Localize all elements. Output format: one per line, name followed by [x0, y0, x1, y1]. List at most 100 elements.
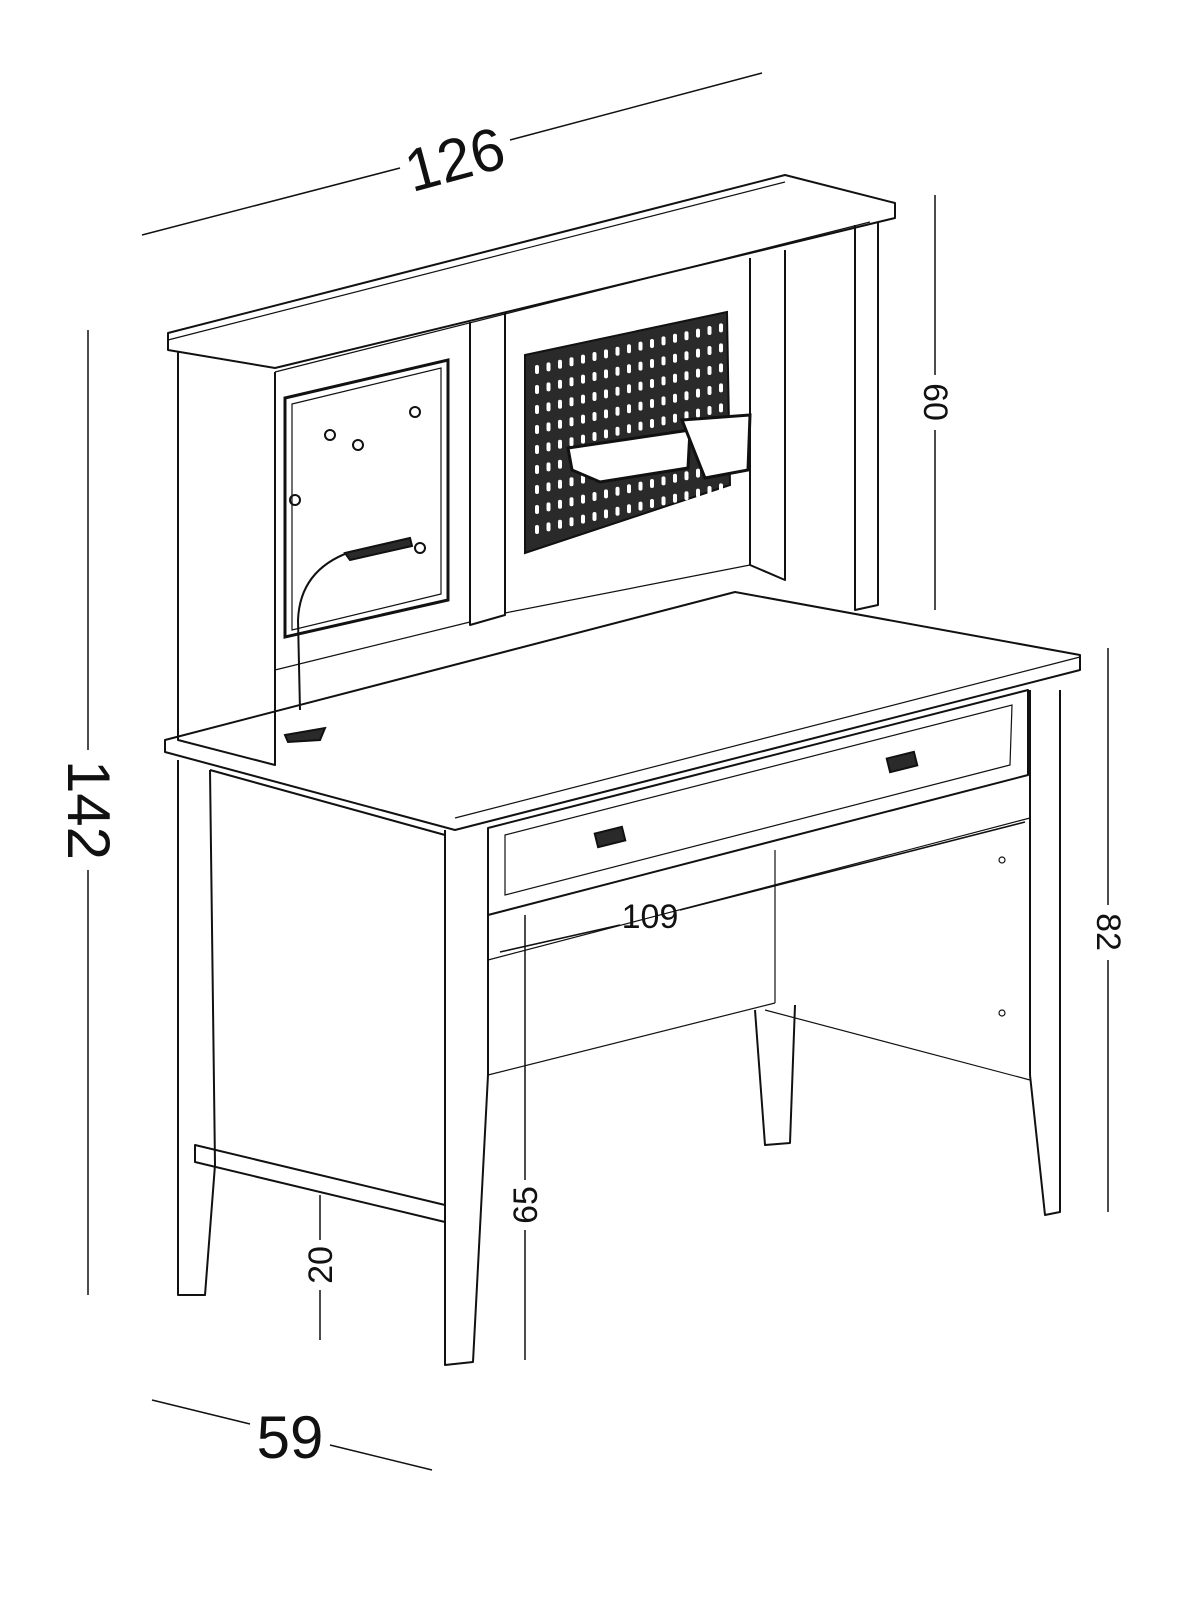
pegboard-hole [638, 361, 643, 371]
pegboard-hole [673, 393, 677, 403]
pegboard-hole [569, 417, 574, 427]
pegboard-tray [566, 428, 692, 484]
pegboard-hole [592, 492, 597, 501]
dimension-total-height: 142 [55, 760, 122, 860]
pegboard-hole [707, 486, 712, 495]
pegboard-hole [558, 359, 562, 369]
pegboard-hole [604, 389, 608, 399]
pegboard-hole [604, 509, 608, 519]
pegboard-hole [638, 501, 643, 511]
pegboard-hole [558, 379, 562, 389]
pegboard-hole [650, 499, 654, 508]
pegboard-hole [615, 406, 620, 416]
back-right-leg [754, 1004, 796, 1146]
pegboard-hole [673, 353, 677, 363]
dimension-inner-width: 109 [622, 898, 679, 936]
pegboard-hole [535, 365, 539, 374]
magnetic-board [283, 358, 450, 639]
pegboard-hole [569, 437, 574, 447]
pegboard-hole [684, 391, 689, 401]
pegboard-hole [707, 346, 712, 355]
pegboard-hole [535, 425, 539, 434]
pegboard-hole [684, 411, 689, 421]
pegboard-hole [558, 399, 562, 409]
hutch-divider [469, 313, 506, 626]
pegboard-hole [661, 496, 666, 506]
pegboard-hole [592, 512, 597, 521]
pegboard-hole [569, 517, 574, 527]
pegboard-hole [684, 471, 689, 481]
pegboard-hole [615, 486, 620, 496]
pegboard-hole [535, 385, 539, 394]
pegboard-hole [627, 484, 631, 494]
pegboard-hole [673, 373, 677, 383]
pegboard-hole [627, 404, 631, 414]
pegboard-hole [569, 497, 574, 507]
pegboard-hole [581, 354, 585, 364]
pegboard-hole [627, 504, 631, 514]
pegboard-hole [581, 434, 585, 444]
pegboard-hole [546, 382, 551, 392]
pegboard-hole [627, 344, 631, 354]
pegboard-hole [592, 392, 597, 401]
back-left-leg [177, 760, 216, 1296]
pegboard-hole [719, 403, 723, 413]
pegboard-hole [673, 413, 677, 423]
pegboard-hole [581, 514, 585, 524]
pegboard-hole [592, 372, 597, 381]
pegboard-hole [684, 331, 689, 341]
pegboard-hole [638, 401, 643, 411]
pegboard-cup [679, 413, 752, 480]
pegboard-hole [604, 429, 608, 439]
pegboard-hole [638, 381, 643, 391]
pegboard-hole [627, 384, 631, 394]
pegboard-hole [592, 432, 597, 441]
pegboard-hole [535, 405, 539, 414]
pegboard-hole [696, 348, 700, 358]
pegboard-hole [558, 499, 562, 509]
pegboard-hole [661, 356, 666, 366]
pegboard-hole [535, 445, 539, 454]
pegboard-hole [638, 481, 643, 491]
pegboard-hole [546, 442, 551, 452]
pegboard-hole [615, 386, 620, 396]
pegboard-hole [592, 412, 597, 421]
pegboard-hole [581, 494, 585, 504]
side-rail [194, 1144, 446, 1223]
pegboard-hole [581, 374, 585, 384]
pegboard-hole [638, 341, 643, 351]
hutch-top [167, 174, 896, 369]
hutch [167, 174, 896, 766]
pegboard-hole [696, 368, 700, 378]
pegboard-hole [615, 506, 620, 516]
pegboard-hole [546, 402, 551, 412]
drawer-handle-left [593, 825, 627, 849]
pegboard-hole [719, 383, 723, 393]
pegboard-hole [707, 366, 712, 375]
pegboard-hole [684, 371, 689, 381]
front-left-leg [444, 828, 489, 1366]
dimension-desk-height: 82 [1089, 913, 1127, 951]
pegboard-hole [546, 362, 551, 372]
pegboard-hole [615, 426, 620, 436]
pegboard-hole [592, 352, 597, 361]
pegboard-hole [661, 336, 666, 346]
pegboard-hole [535, 505, 539, 514]
pegboard-hole [569, 357, 574, 367]
dimension-hutch-height: 60 [916, 383, 954, 421]
pegboard-hole [661, 376, 666, 386]
desk [164, 591, 1081, 1366]
pegboard-hole [558, 519, 562, 529]
dimension-width: 126 [398, 114, 512, 205]
pegboard-hole [673, 333, 677, 343]
pegboard-hole [684, 491, 689, 501]
pegboard-hole [719, 483, 723, 493]
pegboard-hole [696, 388, 700, 398]
pegboard-hole [581, 474, 585, 484]
pegboard-hole [535, 525, 539, 534]
pegboard-hole [650, 379, 654, 388]
pegboard-hole [719, 343, 723, 353]
drawer [487, 689, 1029, 916]
pegboard-hole [650, 479, 654, 488]
